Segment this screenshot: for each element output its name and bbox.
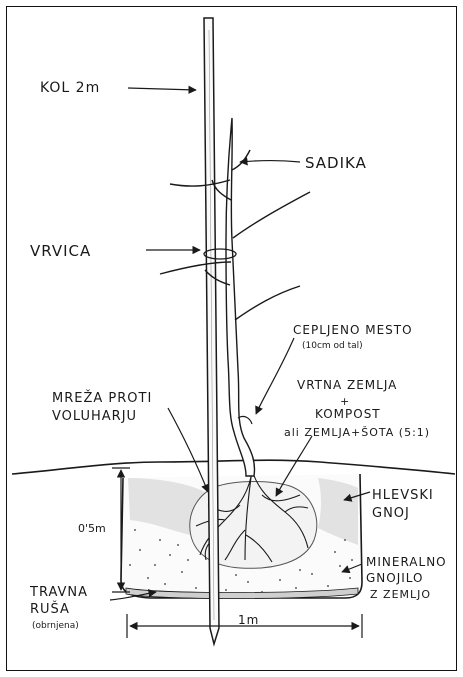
label-cepljeno-mesto: CEPLJENO MESTO [293, 323, 413, 337]
label-travna-line2: RUŠA [30, 601, 70, 617]
label-zemlja-sota: ali ZEMLJA+ŠOTA (5:1) [284, 426, 430, 439]
label-cepljeno-mesto-note: (10cm od tal) [302, 341, 363, 351]
ground-line [12, 460, 455, 474]
label-hlevski-line2: GNOJ [372, 506, 410, 521]
label-vrvica: VRVICA [30, 242, 91, 260]
label-vrtna-zemlja: VRTNA ZEMLJA [297, 378, 397, 392]
sadika-arrow [240, 161, 300, 163]
label-travna-line1: TRAVNA [29, 585, 88, 600]
label-mineralno-line1: MINERALNO [366, 555, 447, 569]
label-kol: KOL 2m [40, 80, 100, 96]
label-mreza-line2: VOLUHARJU [52, 409, 137, 424]
label-sadika: SADIKA [305, 154, 367, 172]
planting-pit [121, 474, 362, 599]
label-hlevski-line1: HLEVSKI [372, 488, 434, 503]
cepljeno-arrow [256, 338, 294, 414]
label-mineralno-line3: Z ZEMLJO [370, 588, 431, 601]
label-travna-note: (obrnjena) [32, 621, 79, 631]
seedling-trunk [226, 118, 255, 476]
kol-arrow [128, 88, 196, 90]
label-width: 1m [238, 613, 259, 627]
label-depth: 0'5m [78, 522, 106, 535]
label-mineralno-line2: GNOJILO [366, 571, 424, 585]
label-mreza-line1: MREŽA PROTI [52, 390, 152, 406]
label-kompost: KOMPOST [315, 407, 381, 421]
